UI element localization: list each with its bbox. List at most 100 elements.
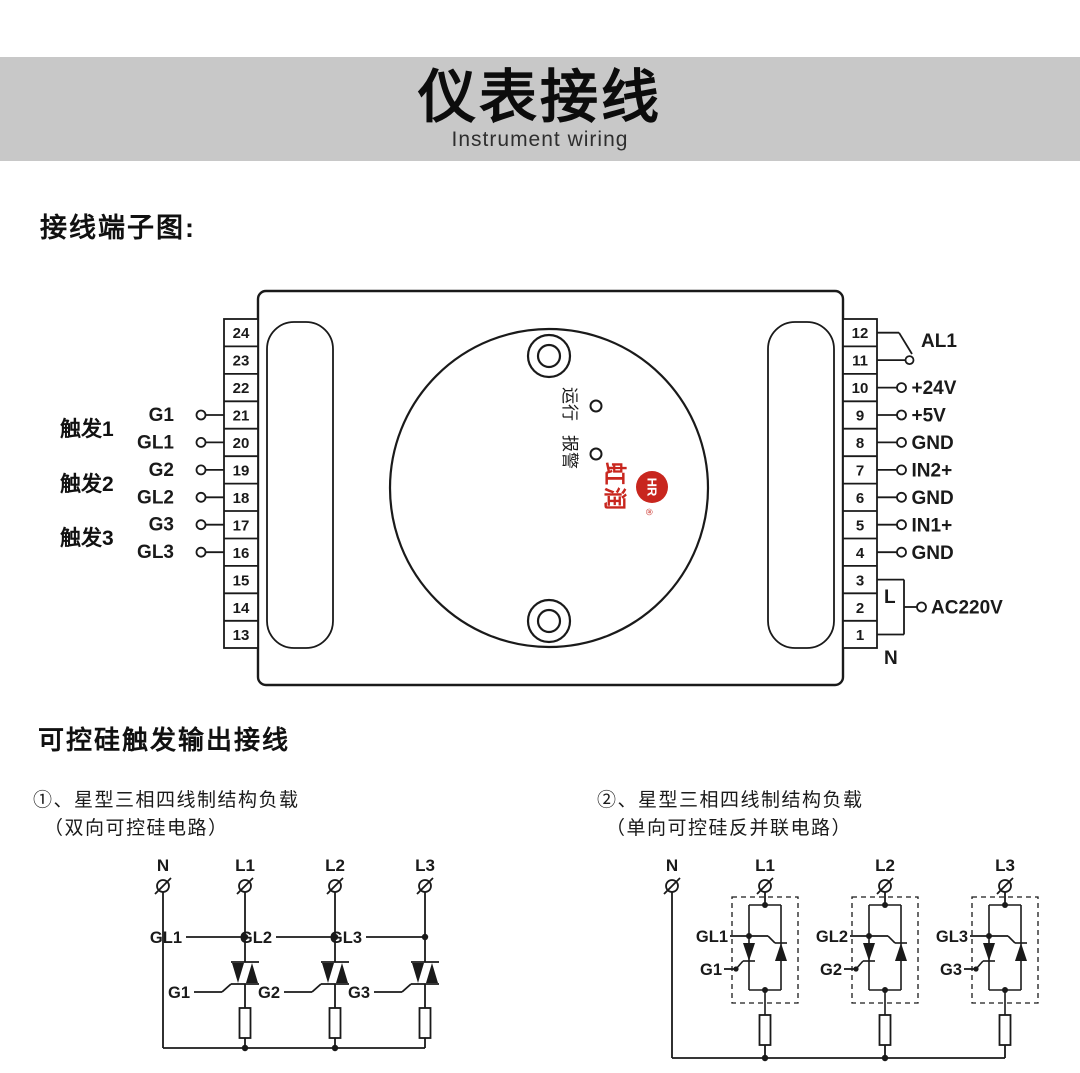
- registered-mark: ®: [644, 509, 654, 516]
- alarm-label: 报警: [560, 435, 579, 469]
- pin-label-ac220v: AC220V: [931, 598, 1003, 619]
- run-indicator-led: [589, 399, 603, 413]
- trigger1-label: 触发1: [60, 417, 114, 441]
- g-label: G3: [940, 961, 962, 979]
- phase-terminal: [663, 877, 681, 895]
- phase-label-n: N: [666, 856, 678, 875]
- pin-label-5v: +5V: [912, 406, 947, 427]
- left-terminal-numbers: 24 23 22 21 20 19 18 17 16 15 14 13: [233, 325, 250, 644]
- terminal-number: 11: [852, 353, 868, 370]
- left-pin-wiring: [195, 409, 224, 558]
- circuit1-diagram: N L1 L2 L3: [150, 856, 440, 1052]
- circuit1-wires: [162, 892, 432, 1049]
- circuit1-phase-labels: N L1 L2 L3: [157, 856, 435, 875]
- pin-label-gnd: GND: [912, 433, 954, 454]
- right-pin-wiring: [877, 331, 927, 636]
- terminal-number: 10: [852, 380, 869, 397]
- trigger-group-labels: 触发1 触发2 触发3: [60, 417, 114, 550]
- pin-label-g2: G2: [149, 460, 174, 481]
- brand-name: 虹润: [602, 462, 628, 512]
- header-banner: 仪表接线 Instrument wiring: [0, 57, 1080, 161]
- right-terminal-numbers: 12 11 10 9 8 7 6 5 4 3 2 1: [852, 325, 869, 644]
- pin-label-gnd: GND: [912, 543, 954, 564]
- scr-module: [851, 896, 919, 1016]
- page-subtitle: Instrument wiring: [451, 127, 629, 151]
- triac-symbol: [401, 961, 440, 993]
- terminal-number: 19: [233, 463, 250, 480]
- circuit2-trigger-labels: GL1 GL2 GL3 G1 G2 G3: [696, 928, 968, 979]
- terminal-number: 22: [233, 380, 250, 397]
- triac-symbol: [221, 961, 260, 993]
- pin-label-gl2: GL2: [137, 487, 174, 508]
- terminal-diagram-heading: 接线端子图:: [40, 213, 196, 243]
- brand-mark: HR: [644, 478, 659, 497]
- phase-label-l3: L3: [995, 856, 1015, 875]
- pin-label-in1: IN1+: [912, 516, 953, 537]
- pin-label-in2: IN2+: [912, 461, 953, 482]
- circuit1-title: ①、星型三相四线制结构负载: [33, 790, 300, 811]
- trigger3-label: 触发3: [60, 526, 114, 550]
- circuit1-subtitle: （双向可控硅电路）: [44, 818, 229, 839]
- g-label: G1: [168, 984, 190, 1002]
- phase-terminal: [326, 877, 344, 895]
- terminal-number: 16: [233, 545, 250, 562]
- phase-label-l2: L2: [875, 856, 895, 875]
- g-label: G2: [258, 984, 280, 1002]
- gl-label: GL3: [330, 929, 362, 947]
- phase-label-l2: L2: [325, 856, 345, 875]
- right-terminal-strip: [842, 318, 878, 649]
- terminal-diagram: 24 23 22 21 20 19 18 17 16 15 14 13: [60, 289, 1003, 687]
- terminal-number: 15: [233, 573, 250, 590]
- brand-logo: 虹润 HR ®: [602, 462, 668, 516]
- pin-label-live: L: [884, 587, 896, 608]
- front-panel-circle: [388, 327, 710, 649]
- right-connector-slot: [767, 321, 835, 649]
- terminal-number: 1: [856, 627, 864, 644]
- terminal-number: 13: [233, 627, 250, 644]
- bottom-screw: [526, 598, 572, 644]
- resistor: [238, 1007, 252, 1039]
- terminal-number: 5: [856, 518, 864, 535]
- gl-label: GL2: [816, 928, 848, 946]
- triac-symbol: [311, 961, 350, 993]
- terminal-number: 20: [233, 435, 250, 452]
- page-title: 仪表接线: [417, 64, 662, 130]
- terminal-number: 9: [856, 408, 864, 425]
- gl-label: GL2: [240, 929, 272, 947]
- top-screw: [526, 333, 572, 379]
- left-terminal-strip: [223, 318, 259, 649]
- gl-label: GL1: [150, 929, 182, 947]
- circuit2-title: ②、星型三相四线制结构负载: [597, 790, 864, 811]
- pin-label-gl1: GL1: [137, 432, 174, 453]
- terminal-number: 21: [233, 408, 250, 425]
- gl-label: GL3: [936, 928, 968, 946]
- phase-label-n: N: [157, 856, 169, 875]
- terminal-number: 24: [233, 325, 250, 342]
- circuit2-junctions: [733, 933, 992, 1062]
- front-panel: [388, 327, 710, 649]
- g-label: G3: [348, 984, 370, 1002]
- resistor: [758, 1014, 772, 1046]
- terminal-number: 12: [852, 325, 869, 342]
- trigger2-label: 触发2: [60, 472, 114, 496]
- circuit2-phase-labels: N L1 L2 L3: [666, 856, 1015, 875]
- phase-terminal: [756, 877, 774, 895]
- run-label: 运行: [560, 387, 579, 421]
- scr-module: [971, 896, 1039, 1016]
- terminal-number: 2: [856, 600, 864, 617]
- phase-label-l3: L3: [415, 856, 435, 875]
- left-connector-slot: [266, 321, 334, 649]
- brand-mark-circle: [636, 471, 668, 503]
- pin-label-g3: G3: [149, 515, 174, 536]
- pin-label-g1: G1: [149, 405, 175, 426]
- g-label: G2: [820, 961, 842, 979]
- phase-terminal: [236, 877, 254, 895]
- phase-terminal: [416, 877, 434, 895]
- circuit2-subtitle: （单向可控硅反并联电路）: [606, 818, 853, 839]
- phase-label-l1: L1: [235, 856, 255, 875]
- phase-label-l1: L1: [755, 856, 775, 875]
- resistor: [998, 1014, 1012, 1046]
- terminal-number: 17: [233, 518, 250, 535]
- terminal-number: 4: [856, 545, 865, 562]
